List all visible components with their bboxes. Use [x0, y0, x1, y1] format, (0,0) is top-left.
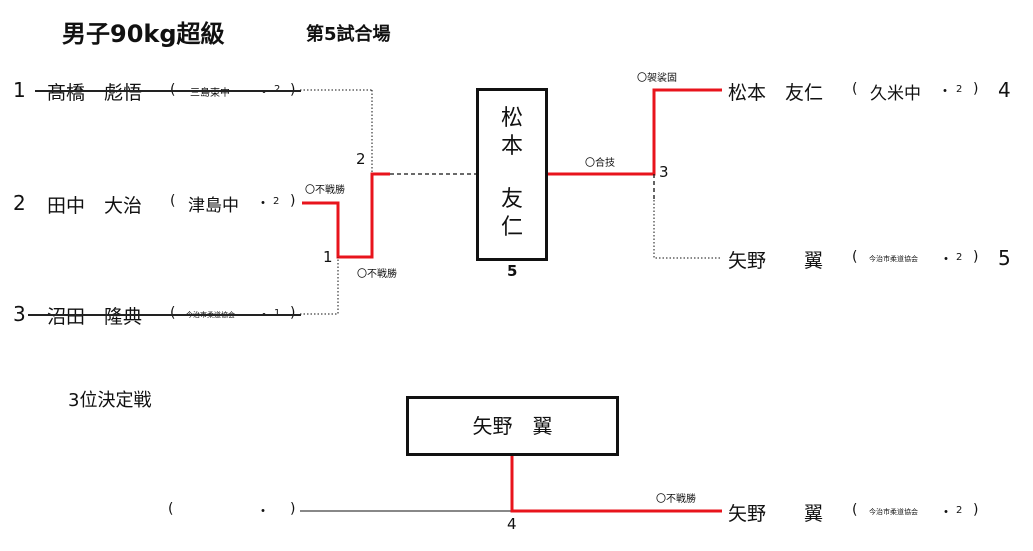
third-match-number: 4 [507, 515, 517, 533]
right-entry2-seed: 5 [998, 246, 1011, 270]
right-entry1-name: 松本 友仁 [728, 82, 824, 104]
third-place-heading: 3位決定戦 [68, 390, 152, 411]
third-right-dot: ・ [939, 505, 953, 521]
entry2-grade: 2 [273, 196, 280, 207]
right-entry1-grade: 2 [956, 84, 963, 95]
right-entry2-dot: ・ [939, 252, 953, 268]
entry3-paren-close: ) [290, 305, 296, 321]
third-right-name: 矢野 翼 [728, 503, 824, 525]
third-right-paren-open: ( [852, 502, 858, 518]
entry2-paren-close: ) [290, 193, 296, 209]
third-place-winner-name: 矢野 翼 [472, 414, 553, 438]
third-win-path [510, 455, 722, 513]
champion-char-4: 仁 [500, 215, 523, 240]
match2-number: 2 [356, 150, 366, 168]
entry2-school: 津島中 [188, 196, 239, 216]
final-result: 〇合技 [585, 158, 615, 169]
right-entry1-dot: ・ [938, 84, 952, 100]
entry1-seed: 1 [13, 78, 26, 102]
champion-box: 松 本 友 仁 [476, 88, 548, 261]
right-entry2-paren-open: ( [852, 249, 858, 265]
entry3-dot: ・ [257, 308, 271, 324]
match1-lower-result: 〇不戦勝 [357, 269, 397, 280]
entry3-name: 沼田 隆典 [47, 306, 143, 328]
entry2-paren-open: ( [170, 193, 176, 209]
third-left-paren-close: ) [290, 501, 296, 517]
third-place-winner-box: 矢野 翼 [406, 396, 619, 456]
match3-number: 3 [659, 163, 669, 181]
right-entry1-school: 久米中 [870, 84, 921, 104]
third-right-school: 今治市柔道協会 [869, 508, 918, 516]
third-left-paren-open: ( [168, 501, 174, 517]
right-entry1-paren-close: ) [973, 81, 979, 97]
right-entry2-paren-close: ) [973, 249, 979, 265]
entry3-paren-open: ( [170, 305, 176, 321]
right-entry2-school: 今治市柔道協会 [869, 255, 918, 263]
match1-number: 1 [323, 248, 333, 266]
match3-result: 〇袈裟固 [637, 73, 677, 84]
champion-char-1: 松 [500, 106, 523, 131]
champion-char-2: 本 [500, 134, 523, 159]
match1-upper-result: 〇不戦勝 [305, 185, 345, 196]
entry2-seed: 2 [13, 191, 26, 215]
entry2-dot: ・ [256, 196, 270, 212]
third-right-grade: 2 [956, 505, 963, 516]
entry1-grade: 2 [274, 84, 280, 95]
entry2-win-path [302, 172, 390, 259]
right-lower-line [653, 200, 722, 259]
entry1-school: 三島東中 [190, 88, 230, 99]
third-result: 〇不戦勝 [656, 494, 696, 505]
third-left-dot: ・ [256, 504, 270, 520]
entry3-seed: 3 [13, 302, 26, 326]
entry3-strikethrough [28, 314, 301, 316]
right-entry1-paren-open: ( [852, 81, 858, 97]
third-right-paren-close: ) [973, 502, 979, 518]
final-match-number: 5 [507, 262, 518, 280]
champion-char-3: 友 [500, 187, 523, 212]
right-entry2-name: 矢野 翼 [728, 250, 824, 272]
page-title: 男子90kg超級 [62, 20, 225, 48]
right-entry2-grade: 2 [956, 252, 963, 263]
entry1-name: 髙橋 彪悟 [47, 82, 143, 104]
entry1-dot: ・ [257, 85, 271, 101]
entry2-name: 田中 大治 [47, 195, 143, 217]
entry3-grade: 1 [274, 308, 280, 319]
court-label: 第5試合場 [306, 24, 391, 45]
final-right-win-path [548, 88, 722, 176]
right-entry1-seed: 4 [998, 78, 1011, 102]
entry1-strikethrough [35, 90, 301, 92]
